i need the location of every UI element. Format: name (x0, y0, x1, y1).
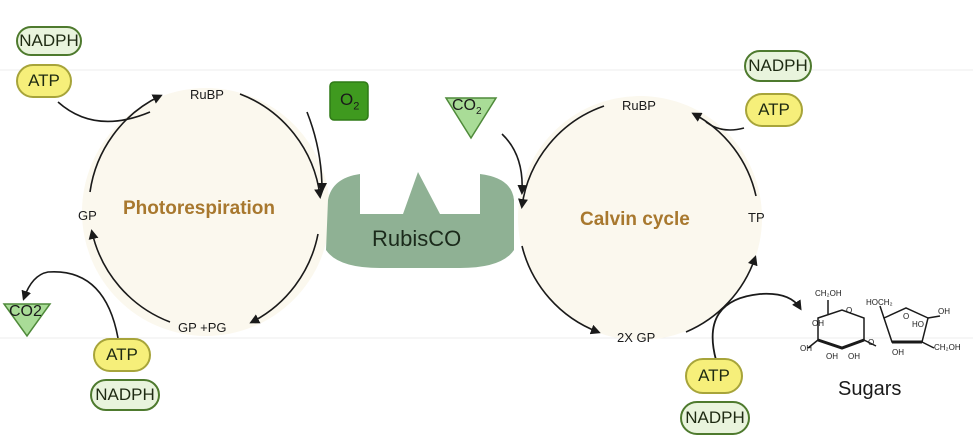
left-top-atp-pill: ATP (16, 64, 72, 98)
right-node-rubp: RuBP (622, 98, 656, 113)
co2-triangle-center (444, 97, 498, 140)
right-top-atp-pill: ATP (745, 93, 803, 127)
right-arc-rubp-to-rubisco (518, 105, 605, 209)
glucose-ch2oh: CH₂OH (815, 289, 842, 298)
right-bottom-nadph-pill: NADPH (680, 401, 750, 435)
photorespiration-title: Photorespiration (123, 198, 276, 219)
co2-input-arrow (501, 133, 528, 195)
o2-label: O2 (340, 90, 359, 112)
calvin-cycle-title: Calvin cycle (580, 209, 690, 230)
fructose-ring-o: O (903, 312, 910, 321)
o2-subscript: 2 (353, 100, 360, 113)
left-arc-rubisco-to-gppg (249, 233, 319, 324)
o2-square (329, 81, 369, 121)
fructose-bond-top (879, 305, 885, 319)
left-arc-gp-to-rubp (89, 94, 163, 193)
rubisco-label: RubisCO (372, 226, 462, 251)
co2-left-label: CO2 (9, 303, 42, 320)
sugars-label: Sugars (838, 378, 902, 400)
glucose-ring-front (817, 338, 865, 350)
left-node-rubp: RuBP (190, 87, 224, 102)
right-arc-rubisco-to-2xgp (521, 245, 601, 335)
glucose-oh-1: OH (812, 319, 824, 328)
fructose-bond-ch2oh (921, 341, 935, 349)
fructose-ho: HO (912, 320, 924, 329)
left-bottom-nadph-pill: NADPH (90, 379, 160, 411)
glucose-oh-3: OH (826, 352, 838, 361)
fructose-oh-2: OH (892, 348, 904, 357)
calvin-disc (518, 96, 762, 340)
left-node-gp: GP (78, 208, 97, 223)
fructose-hoch2: HOCH₂ (866, 298, 893, 307)
glycosidic-o: O (868, 338, 875, 347)
left-arc-gppg-to-gp (88, 229, 171, 323)
right-arc-tp-to-rubp (691, 112, 757, 197)
left-bottom-output-curve (21, 271, 119, 339)
co2-subscript: 2 (476, 106, 482, 118)
left-top-nadph-pill: NADPH (16, 26, 82, 56)
photorespiration-disc (82, 88, 330, 336)
glucose-ring-o: O (846, 306, 853, 315)
fructose-oh-1: OH (938, 307, 950, 316)
left-node-gp-pg: GP +PG (178, 320, 227, 335)
glucose-oh-4: OH (848, 352, 860, 361)
right-top-nadph-pill: NADPH (744, 50, 812, 82)
right-arc-2xgp-to-tp (685, 255, 758, 333)
co2-triangle-left (2, 303, 52, 338)
co2-symbol: CO (452, 97, 476, 114)
right-node-2xgp: 2X GP (617, 330, 656, 345)
sugar-structure (807, 300, 941, 350)
left-bottom-atp-pill: ATP (93, 338, 151, 372)
right-bottom-atp-pill: ATP (685, 358, 743, 394)
fructose-bond-right (927, 315, 941, 319)
glucose-bond-left (807, 339, 819, 349)
o2-symbol: O (340, 90, 354, 109)
right-top-input-curve (705, 121, 745, 131)
left-arc-rubp-to-rubisco (239, 93, 325, 199)
glucose-oh-2: OH (800, 344, 812, 353)
right-node-tp: TP (748, 210, 765, 225)
fructose-ring (883, 307, 929, 343)
o2-input-arrow (306, 111, 327, 193)
fructose-ch2oh: CH₂OH (934, 343, 961, 352)
co2-center-label: CO2 (452, 97, 482, 117)
left-top-input-curve (57, 101, 151, 123)
right-bottom-sugar-arrow (711, 292, 802, 361)
glycosidic-bond-left (863, 339, 877, 347)
rubisco-enzyme-shape (326, 172, 514, 268)
